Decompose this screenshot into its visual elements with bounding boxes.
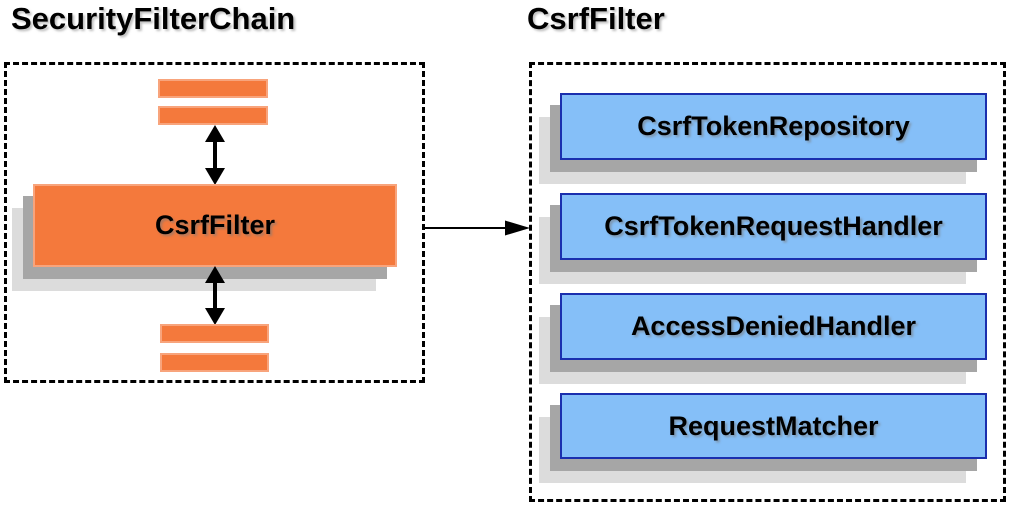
upper-filter-bar-1 [158, 79, 268, 98]
lower-filter-bar-1 [160, 324, 269, 343]
access-denied-handler-label: AccessDeniedHandler [630, 311, 917, 341]
csrf-token-request-handler-box: CsrfTokenRequestHandler [560, 193, 987, 260]
security-filter-chain-container [4, 62, 425, 383]
csrf-token-repository-box: CsrfTokenRepository [560, 93, 987, 160]
csrf-filter-container [529, 62, 1006, 502]
csrf-token-request-handler-label: CsrfTokenRequestHandler [604, 211, 943, 241]
double-arrow-icon [205, 266, 225, 325]
arrow-right-icon [425, 220, 530, 236]
csrf-filter-box-label: CsrfFilter [154, 210, 276, 240]
csrf-token-repository-label: CsrfTokenRepository [637, 111, 910, 141]
lower-filter-bar-2 [160, 353, 269, 372]
request-matcher-box: RequestMatcher [560, 393, 987, 459]
request-matcher-label: RequestMatcher [668, 410, 879, 441]
access-denied-handler-box: AccessDeniedHandler [560, 293, 987, 360]
csrf-filter-title: CsrfFilter [527, 1, 665, 36]
upper-filter-bar-2 [158, 106, 268, 125]
security-filter-chain-title: SecurityFilterChain [11, 1, 296, 36]
csrf-filter-box: CsrfFilter [33, 184, 397, 267]
double-arrow-icon [205, 125, 225, 185]
